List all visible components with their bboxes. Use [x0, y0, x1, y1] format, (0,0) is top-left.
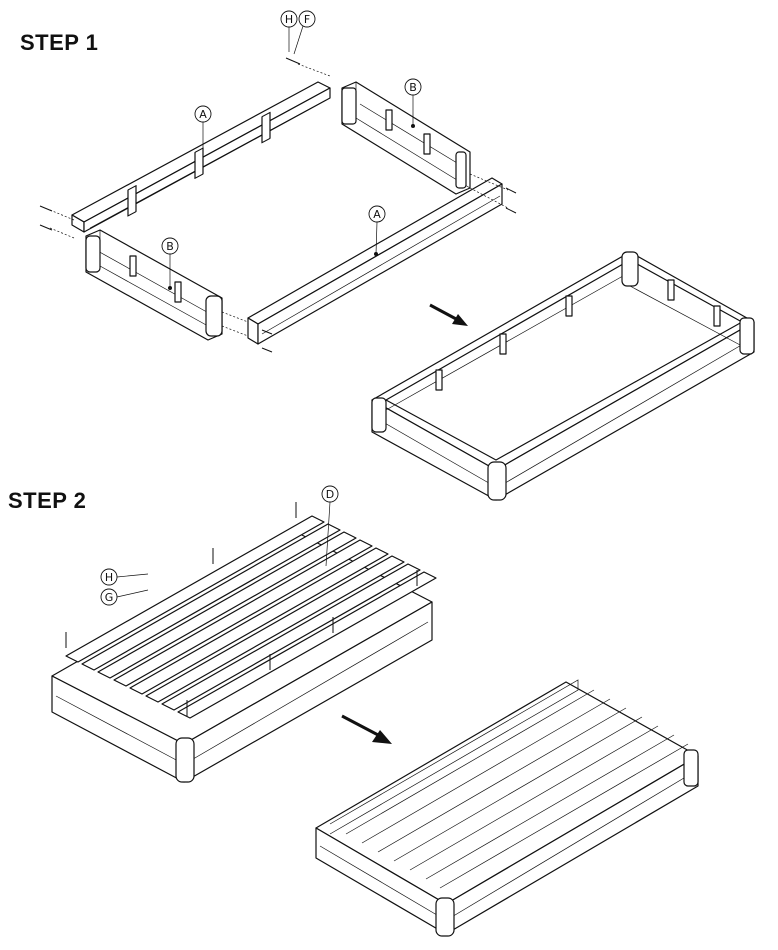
callout-a-right: A	[368, 205, 386, 255]
step-1-title: STEP 1	[20, 30, 99, 55]
screw-icon	[65, 502, 418, 716]
svg-text:H: H	[105, 571, 113, 584]
callout-a-left: A	[194, 105, 212, 152]
bolt-icon	[39, 57, 517, 353]
svg-text:A: A	[199, 108, 207, 121]
svg-text:H: H	[285, 13, 293, 26]
callout-h-step1: H	[280, 10, 298, 52]
right-down-arrow-icon	[429, 303, 468, 326]
right-down-arrow-icon	[341, 714, 392, 744]
svg-text:B: B	[166, 240, 174, 253]
slats	[65, 515, 437, 719]
step2-frame-with-slats: D H G	[51, 485, 437, 783]
callout-f-step1: F	[293, 10, 316, 55]
step1-exploded-frame: A B A B H F	[39, 10, 517, 353]
callout-h-step2: H	[100, 568, 149, 586]
rail-b-back	[341, 81, 471, 195]
rail-a-right	[247, 177, 503, 345]
rail-b-front	[85, 229, 223, 341]
callout-d: D	[321, 485, 339, 567]
svg-text:G: G	[105, 591, 114, 604]
svg-text:D: D	[326, 488, 334, 501]
svg-text:F: F	[304, 13, 310, 26]
svg-text:B: B	[409, 81, 417, 94]
step-2-title: STEP 2	[8, 488, 87, 513]
step2-assembled-bed	[315, 679, 699, 937]
svg-text:A: A	[373, 208, 381, 221]
rail-a-left	[71, 81, 331, 233]
step1-assembled-frame	[371, 251, 755, 501]
callout-b-front: B	[161, 237, 179, 288]
callout-b-back: B	[404, 78, 422, 126]
callout-g-step2: G	[100, 588, 149, 606]
slats	[345, 689, 689, 889]
